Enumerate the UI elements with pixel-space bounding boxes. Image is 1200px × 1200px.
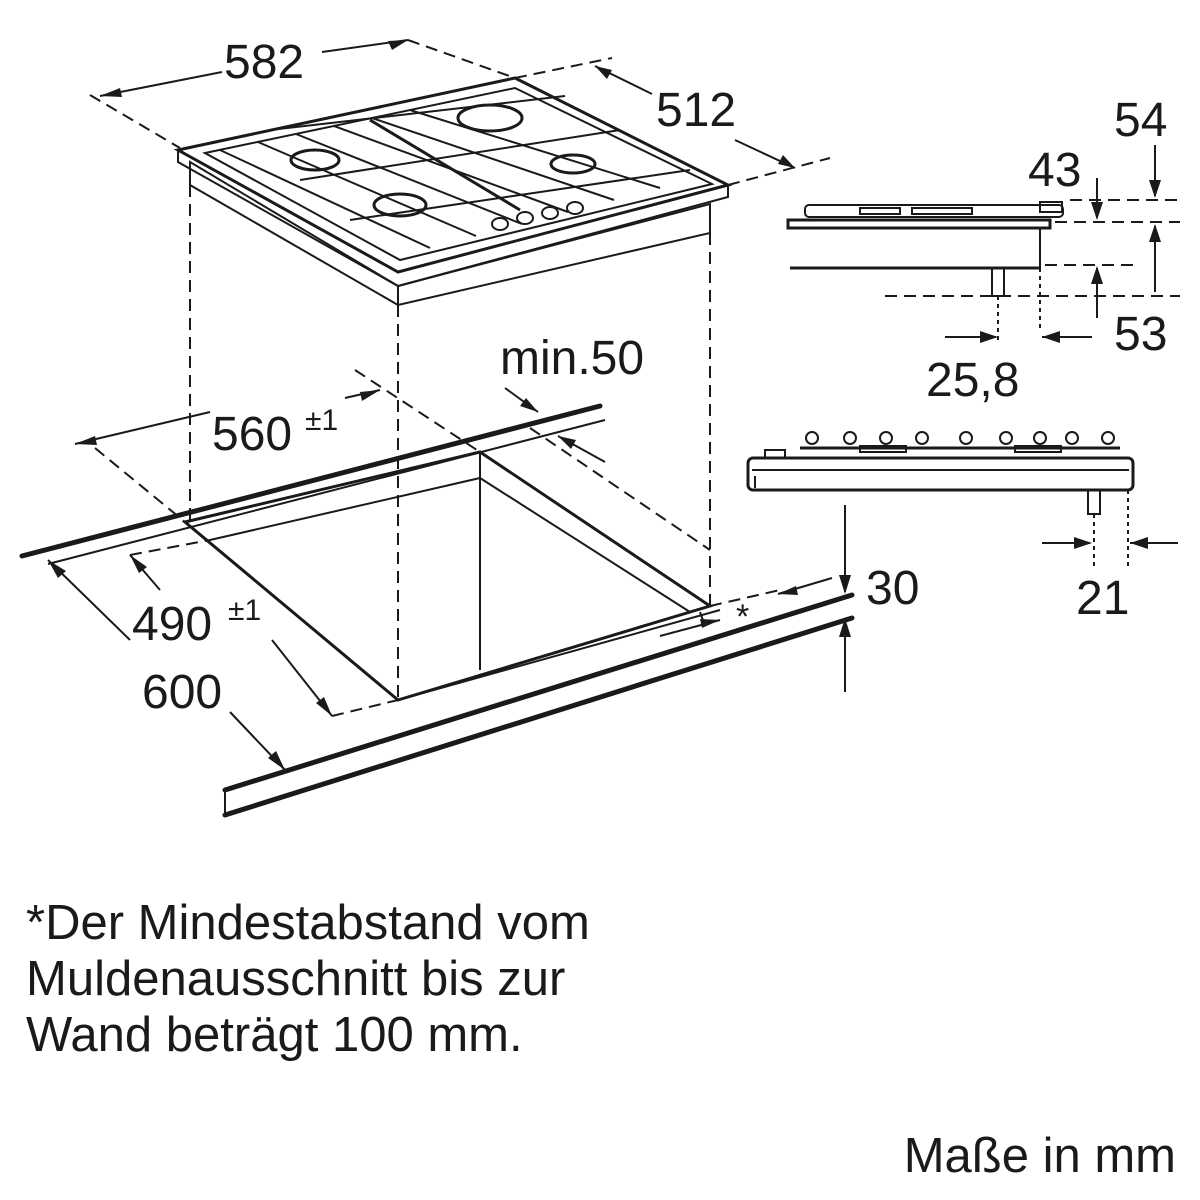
worktop — [19, 403, 855, 818]
dim-side-top-label: 43 — [1028, 144, 1081, 197]
units-label: Maße in mm — [903, 1129, 1176, 1183]
dimension-582: 582 — [89, 36, 516, 149]
hob-side-view — [786, 199, 1180, 340]
dimension-490: 490 ±1 — [129, 539, 399, 717]
burner-large — [456, 103, 524, 133]
burner-left-rear — [289, 148, 341, 172]
dimension-21: 21 — [1042, 537, 1178, 625]
dimension-53: 53 — [1091, 266, 1167, 361]
dim-cutout-depth-label: 490 — [132, 598, 212, 651]
asterisk-marker: * — [736, 598, 749, 636]
hob-perspective — [173, 76, 733, 307]
dim-cutout-width-label: 560 — [212, 408, 292, 461]
dimension-min50: min.50 — [500, 332, 711, 551]
wall-clearance-marker: * — [659, 577, 833, 637]
dim-cutout-width-tolerance: ±1 — [305, 404, 338, 437]
dim-side-gas-offset-label: 25,8 — [926, 354, 1019, 407]
dimension-30: 30 — [839, 505, 919, 692]
dim-top-width-label: 582 — [224, 36, 304, 89]
dim-cutout-depth-tolerance: ±1 — [228, 594, 261, 627]
dimension-25-8: 25,8 — [926, 331, 1092, 407]
dimension-54: 54 — [1114, 94, 1167, 292]
note-line-3: Wand beträgt 100 mm. — [26, 1008, 523, 1062]
dimension-43: 43 — [1028, 144, 1103, 220]
note-line-1: *Der Mindestabstand vom — [26, 896, 590, 950]
burner-front — [372, 192, 428, 218]
burner-right — [549, 153, 597, 175]
dim-rear-clearance-label: min.50 — [500, 332, 644, 385]
control-knobs — [491, 201, 584, 231]
dim-front-gas-offset-label: 21 — [1076, 572, 1129, 625]
dim-side-lower-label: 53 — [1114, 308, 1167, 361]
dim-side-total-label: 54 — [1114, 94, 1167, 147]
hob-front-view — [746, 431, 1135, 570]
note-line-2: Muldenausschnitt bis zur — [26, 952, 566, 1006]
projection-lines — [189, 185, 711, 700]
dim-worktop-depth-label: 600 — [142, 666, 222, 719]
dimension-600: 600 — [47, 559, 286, 771]
dimension-512: 512 — [514, 57, 831, 186]
dim-top-depth-label: 512 — [656, 84, 736, 137]
dimension-560: 560 ±1 — [74, 369, 481, 523]
dim-worktop-thickness-label: 30 — [866, 562, 919, 615]
clearance-note: *Der Mindestabstand vom Muldenausschnitt… — [26, 895, 926, 1063]
installation-diagram: 582 512 560 ±1 — [19, 36, 1180, 818]
